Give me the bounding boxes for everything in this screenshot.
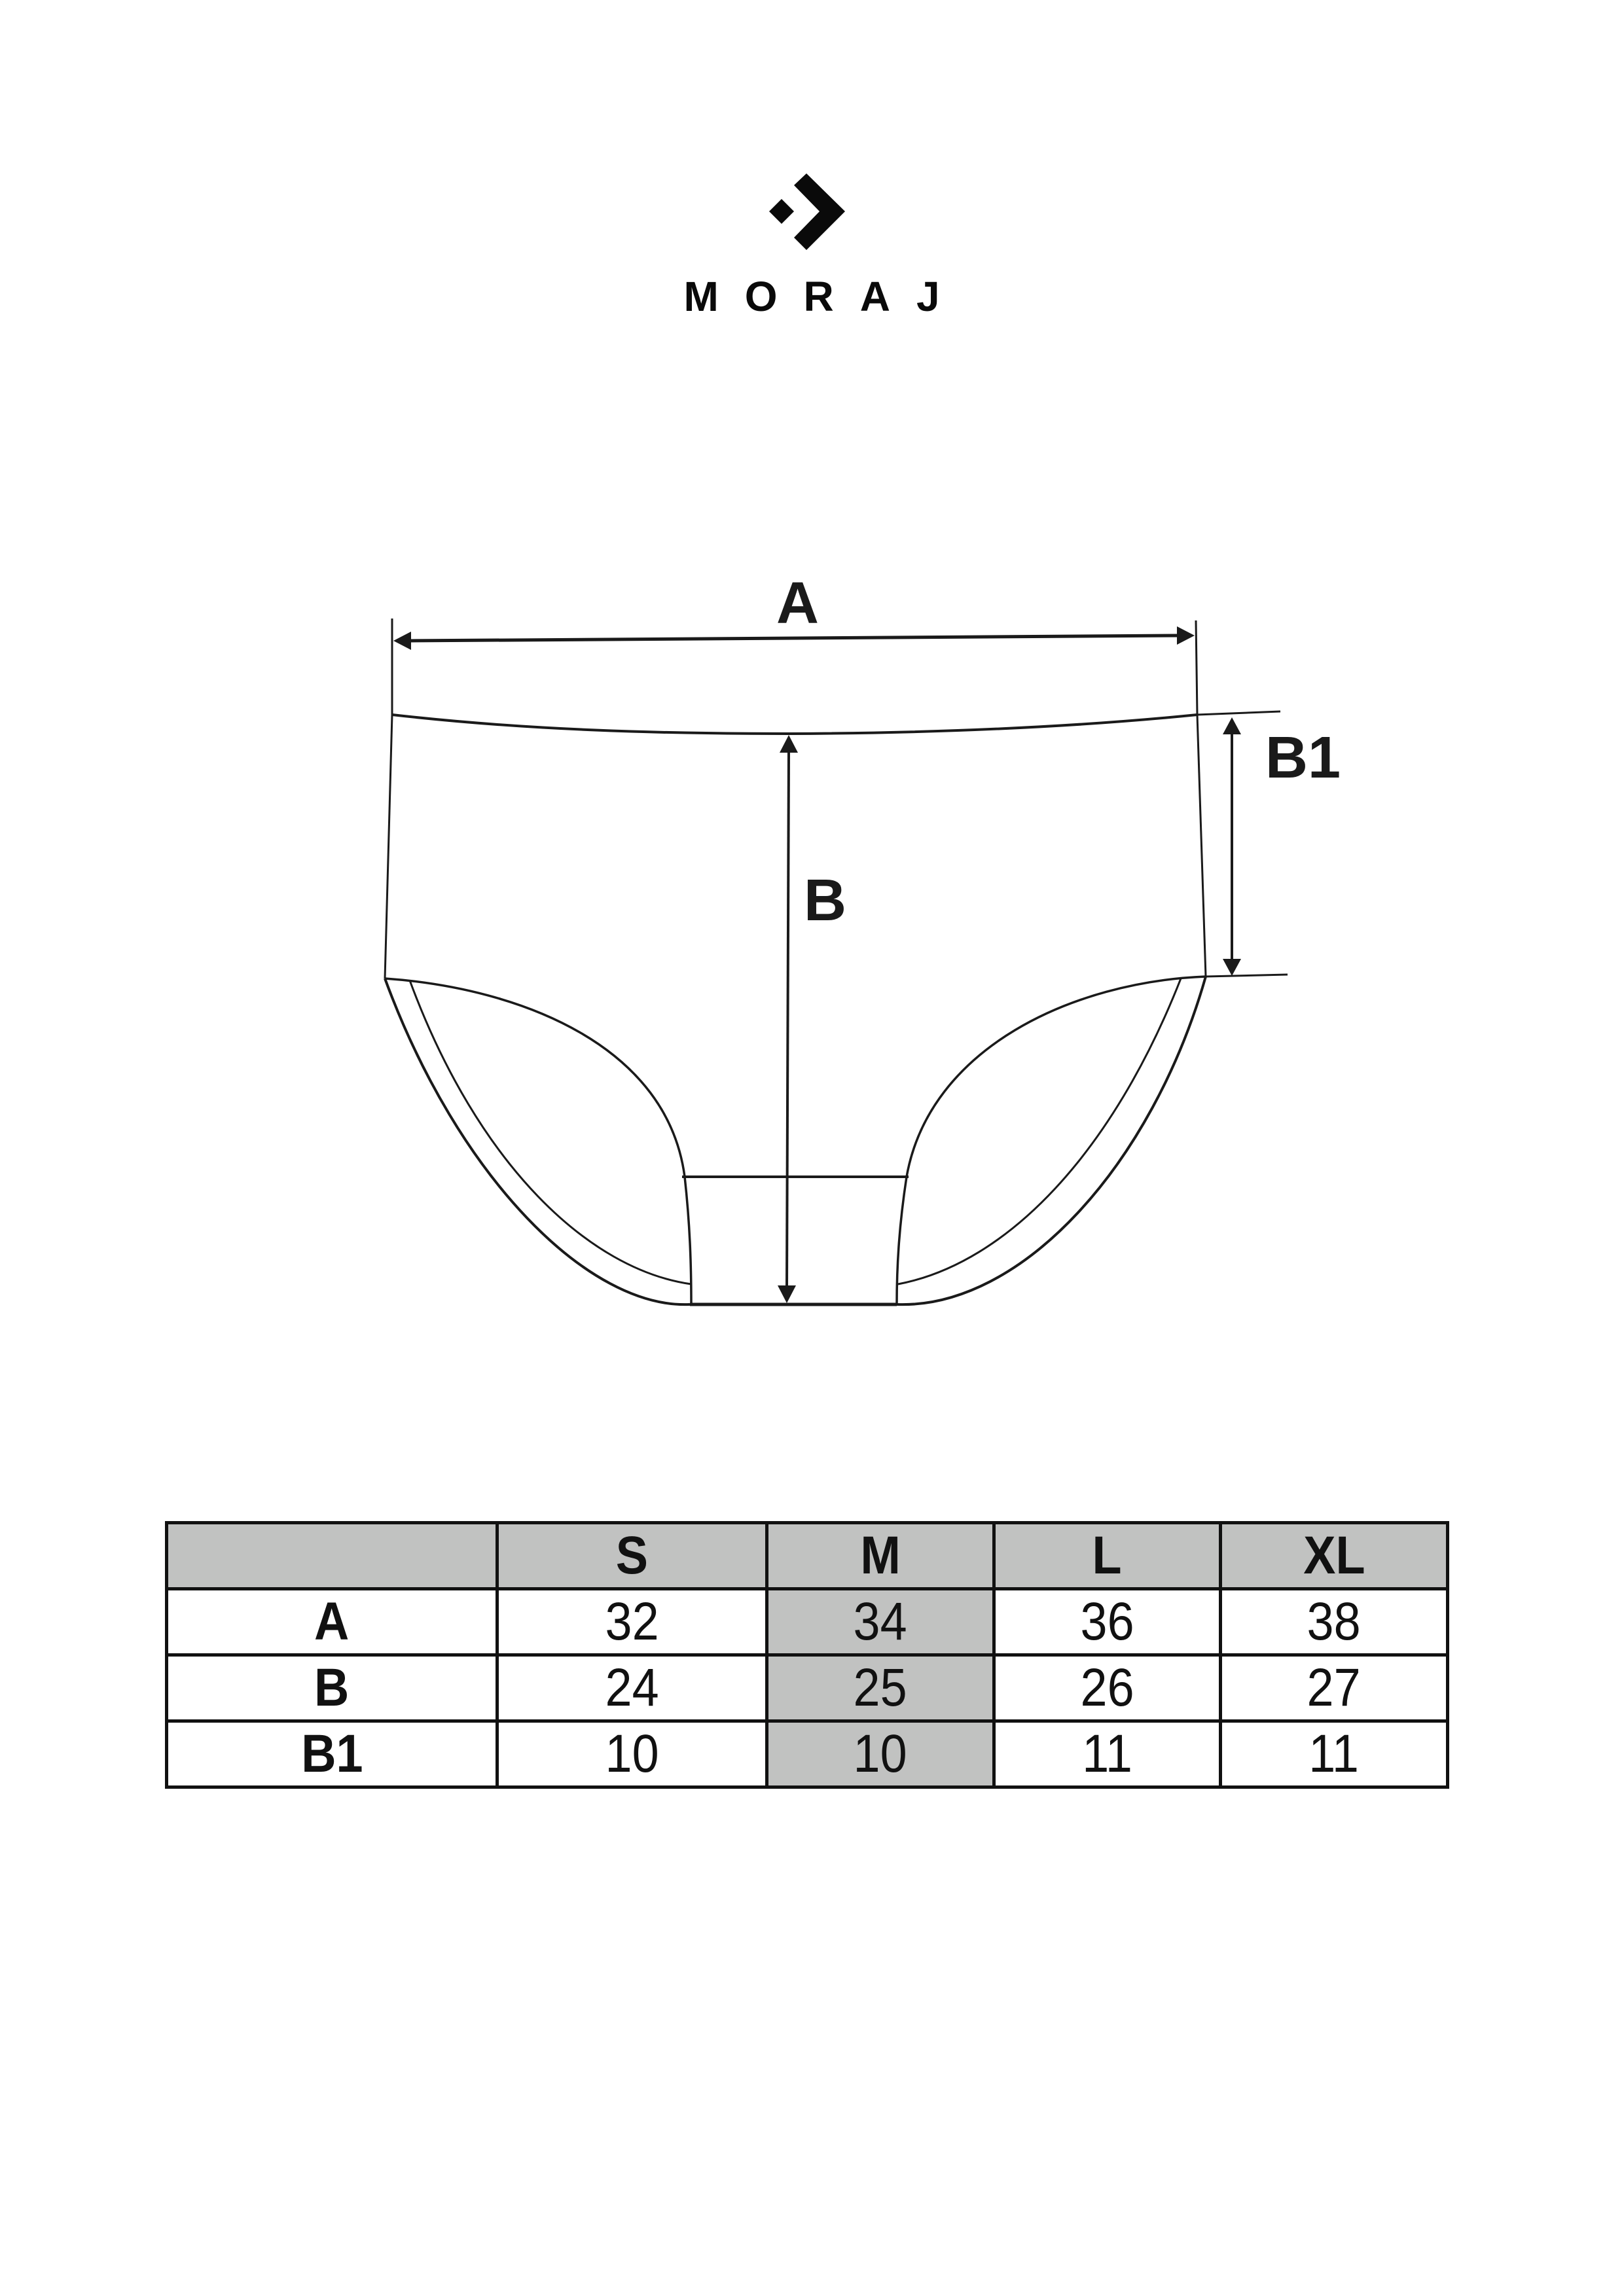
dimension-b1-arrow-icon: [1223, 717, 1241, 976]
cell-value: 25: [853, 1658, 908, 1717]
row-header-label: B: [314, 1658, 350, 1717]
table-cell: 24: [496, 1653, 768, 1723]
dimension-a-right-extension: [1195, 620, 1199, 715]
column-header-s: S: [496, 1521, 768, 1590]
table-cell-highlighted: 34: [765, 1587, 996, 1657]
right-leg-outer-outline: [896, 976, 1207, 1306]
column-header-label: M: [860, 1526, 901, 1585]
dimension-b1-top-extension: [1197, 710, 1281, 716]
column-header-xl: XL: [1219, 1521, 1449, 1590]
table-cell: 11: [1219, 1719, 1449, 1789]
row-header-label: A: [314, 1592, 350, 1651]
table-corner-cell: [165, 1521, 499, 1590]
table-cell: 11: [992, 1719, 1222, 1789]
left-leg-binding-outline: [408, 980, 692, 1285]
logo-diamond-icon: [769, 199, 794, 224]
table-cell: 36: [992, 1587, 1222, 1657]
waistband-top-outline: [391, 713, 1198, 736]
dimension-b-arrow-icon: [778, 735, 798, 1303]
dimension-label-b1: B1: [1265, 725, 1341, 791]
garment-diagram: [384, 619, 1288, 1306]
brand-logo-icon: [769, 173, 845, 250]
table-row: B 24 25 26 27: [165, 1653, 1449, 1723]
cell-value: 34: [853, 1592, 908, 1651]
cell-value: 10: [853, 1724, 908, 1784]
cell-value: 27: [1307, 1658, 1362, 1717]
size-chart-table: S M L XL A 32 34 36 38 B 24 25 26 27 B1 …: [165, 1521, 1449, 1789]
cell-value: 10: [605, 1724, 659, 1784]
table-cell: 32: [496, 1587, 768, 1657]
right-side-outline: [1196, 714, 1207, 977]
table-row: B1 10 10 11 11: [165, 1719, 1449, 1789]
dimension-a-arrow-icon: [393, 626, 1195, 650]
table-cell-highlighted: 10: [765, 1719, 996, 1789]
column-header-l: L: [992, 1521, 1222, 1590]
dimension-label-b: B: [804, 868, 846, 933]
cell-value: 32: [605, 1592, 659, 1651]
cell-value: 38: [1307, 1592, 1362, 1651]
table-cell-highlighted: 25: [765, 1653, 996, 1723]
table-row: A 32 34 36 38: [165, 1587, 1449, 1657]
cell-value: 11: [1308, 1724, 1360, 1784]
row-header-a: A: [165, 1587, 499, 1657]
left-side-outline: [384, 714, 393, 979]
cell-value: 24: [605, 1658, 659, 1717]
logo-chevron-icon: [794, 173, 845, 250]
table-header-row: S M L XL: [165, 1521, 1449, 1590]
row-header-label: B1: [300, 1724, 363, 1784]
table-cell: 10: [496, 1719, 768, 1789]
column-header-label: XL: [1303, 1526, 1365, 1585]
table-cell: 38: [1219, 1587, 1449, 1657]
column-header-label: L: [1092, 1526, 1123, 1585]
left-leg-outer-outline: [384, 978, 691, 1306]
cell-value: 11: [1082, 1724, 1132, 1784]
dimension-b1-bottom-extension: [1205, 973, 1288, 978]
table-cell: 26: [992, 1653, 1222, 1723]
table-cell: 27: [1219, 1653, 1449, 1723]
column-header-label: S: [615, 1526, 649, 1585]
left-leg-curve-outline: [384, 977, 693, 1305]
dimension-label-a: A: [776, 571, 819, 636]
row-header-b: B: [165, 1653, 499, 1723]
brand-wordmark: MORAJ: [683, 273, 966, 320]
cell-value: 36: [1080, 1592, 1134, 1651]
row-header-b1: B1: [165, 1719, 499, 1789]
cell-value: 26: [1080, 1658, 1134, 1717]
column-header-m: M: [765, 1521, 996, 1590]
right-leg-curve-outline: [895, 975, 1206, 1305]
right-leg-binding-outline: [897, 978, 1182, 1285]
